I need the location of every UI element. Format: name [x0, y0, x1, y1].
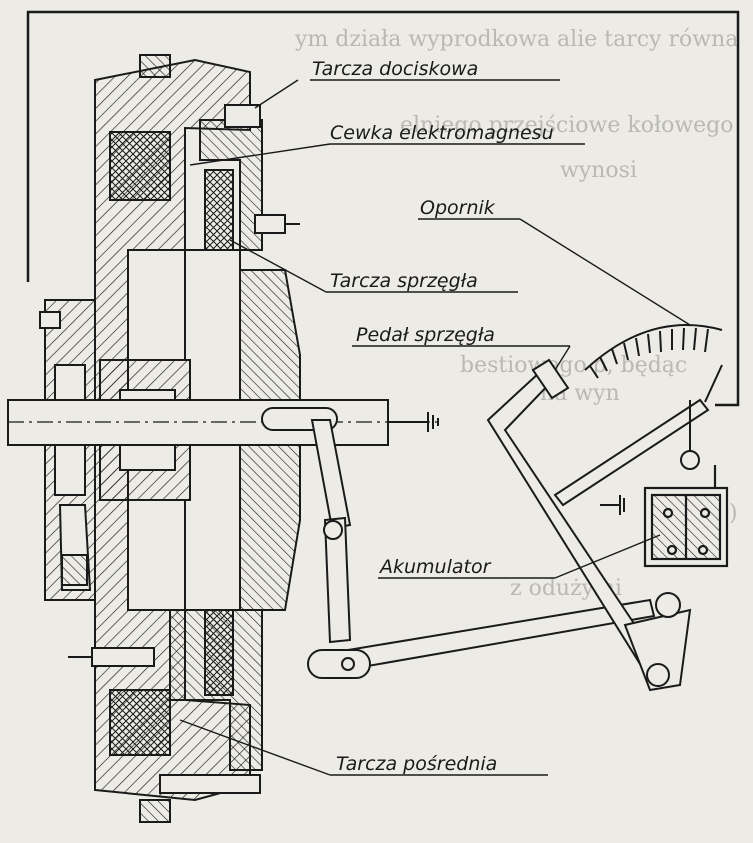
rod-clevis: [307, 649, 371, 679]
label-resistor: Opornik: [420, 197, 496, 219]
resistor-taps: [589, 327, 709, 379]
label-battery: Akumulator: [378, 556, 492, 578]
bolt-upper-right: [224, 104, 261, 128]
main-shaft: [7, 399, 440, 446]
bleed-through-text: ym działa wyprodkowa alie tarcy równa el…: [294, 27, 738, 601]
labels: Tarcza dociskowa Cewka elektromagnesu Op…: [312, 58, 554, 775]
flywheel-housing: [94, 58, 251, 802]
pedal-linkage: [307, 358, 692, 692]
bottom-bolt: [139, 799, 171, 823]
vertical-link: [310, 419, 352, 530]
label-clutch-disc: Tarcza sprzęgła: [330, 270, 478, 292]
upper-coil: [109, 131, 171, 201]
svg-text:elniego przejściowe kołowego: elniego przejściowe kołowego: [400, 113, 734, 138]
leader-lines: [179, 79, 691, 776]
lever-detail: [61, 554, 88, 586]
lower-link: [323, 516, 352, 644]
left-bolt-bottom: [91, 647, 155, 667]
top-bolt: [139, 54, 171, 78]
label-pressure-disc: Tarcza dociskowa: [312, 58, 478, 80]
lower-coil: [109, 689, 171, 756]
resistor-wiper: [553, 398, 710, 507]
resistor: [553, 324, 723, 515]
label-electromagnet-coil: Cewka elektromagnesu: [330, 122, 554, 144]
label-clutch-pedal: Pedał sprzęgła: [356, 324, 495, 346]
svg-text:ym działa wyprodkowa alie tarc: ym działa wyprodkowa alie tarcy równa: [294, 27, 738, 52]
battery: [643, 465, 729, 568]
left-bolt-top: [39, 311, 61, 329]
pedal-pad: [531, 358, 570, 400]
bolt-mid-right: [254, 214, 286, 234]
bolt-lower-right: [159, 774, 261, 794]
label-intermediate-disc: Tarcza pośrednia: [336, 753, 497, 775]
svg-text:wynosi: wynosi: [560, 158, 637, 183]
wiring-frame: [26, 10, 740, 407]
svg-text:bestiowego ρ, będąc: bestiowego ρ, będąc: [460, 353, 687, 378]
lower-pressure-disc: [169, 609, 263, 771]
